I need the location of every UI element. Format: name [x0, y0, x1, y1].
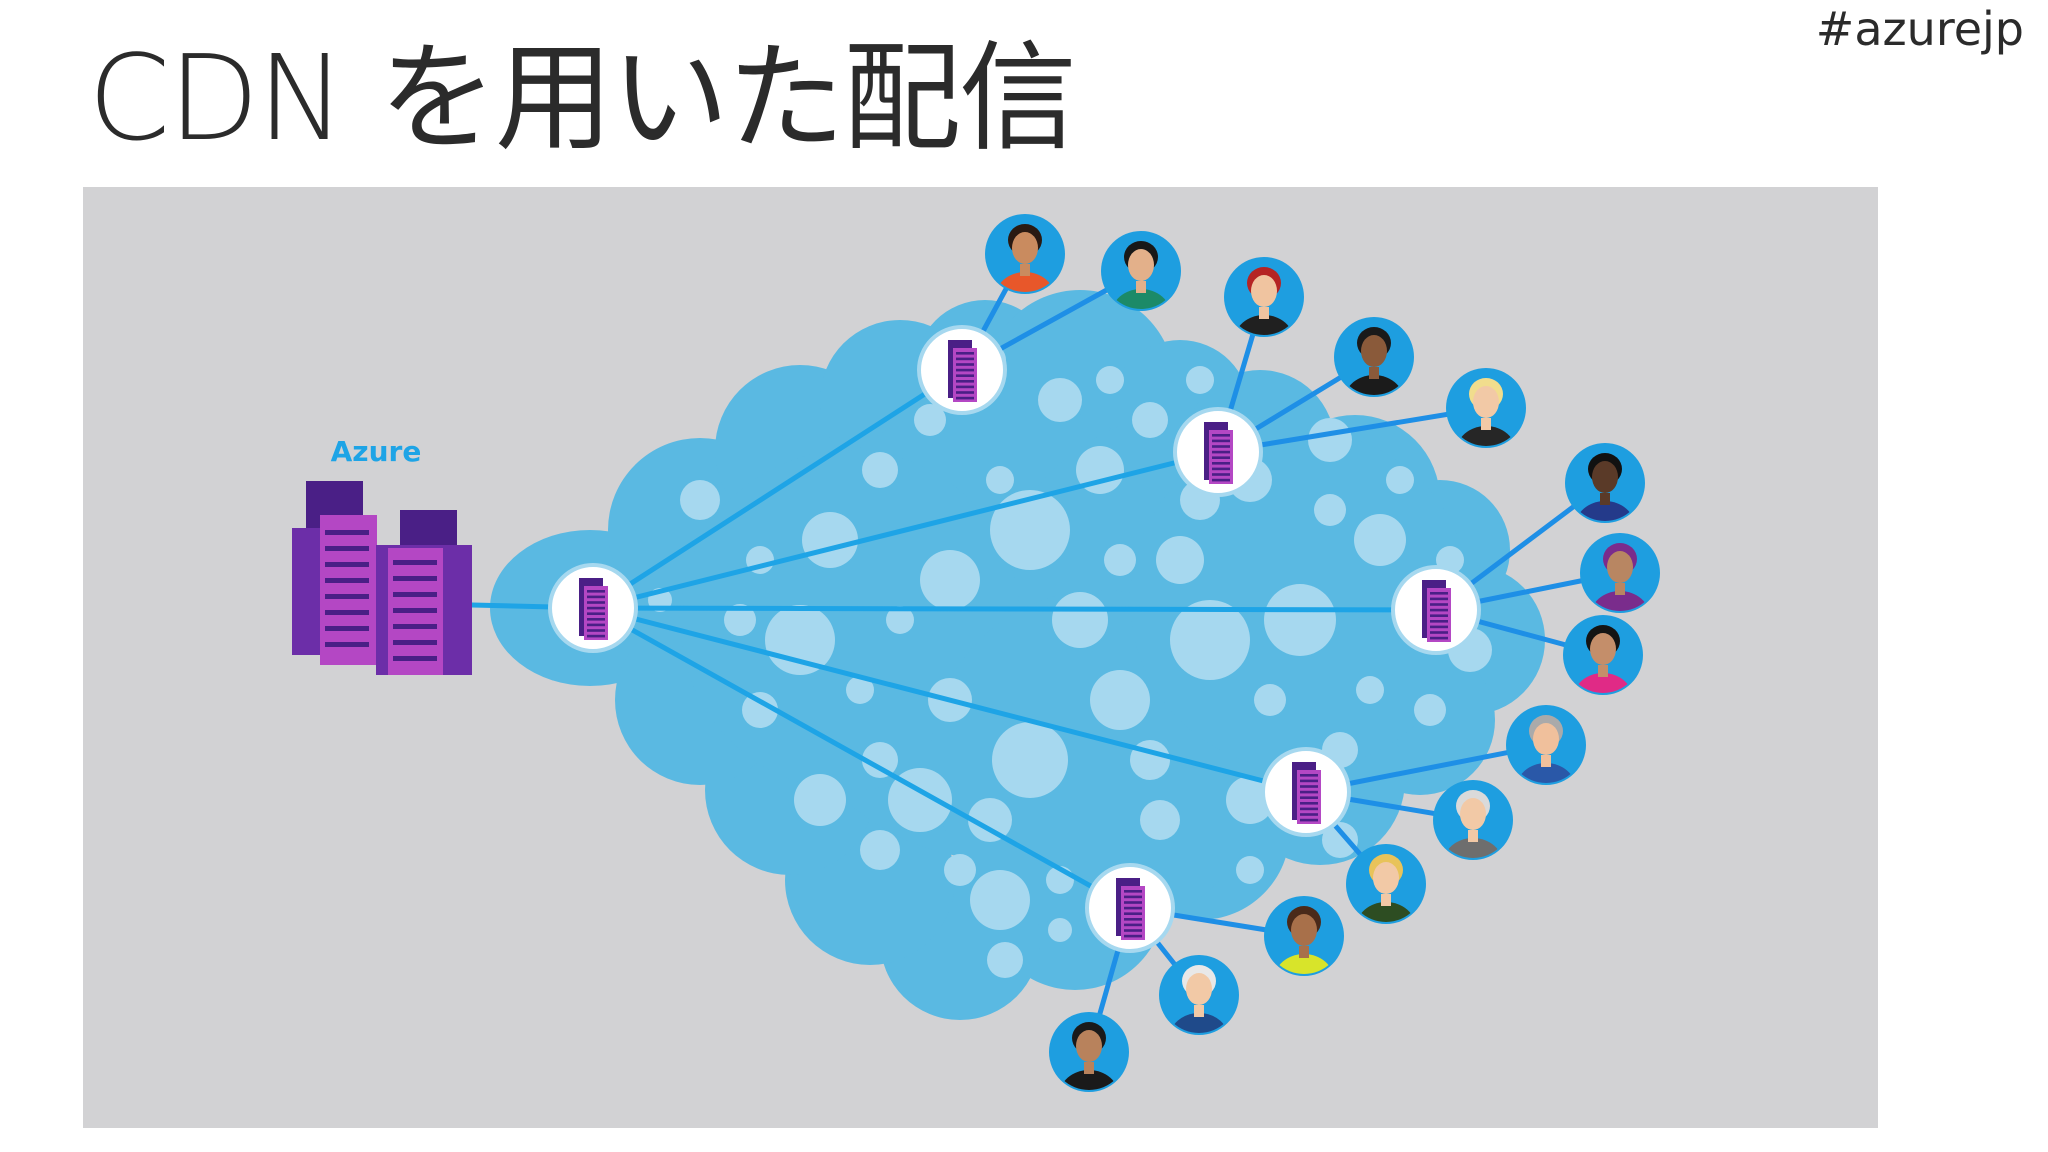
server-icon	[948, 340, 977, 402]
datacenter-buildings-icon	[292, 481, 472, 675]
edge-node	[1261, 747, 1351, 837]
server-icon	[1204, 422, 1233, 484]
person-avatar-icon	[985, 214, 1065, 294]
hub-link	[590, 605, 1309, 795]
person-avatar-icon	[1433, 780, 1513, 860]
edge-node	[917, 325, 1007, 415]
person-avatar-icon	[1334, 317, 1414, 397]
person-avatar-icon	[1580, 533, 1660, 613]
hub-link	[590, 449, 1221, 611]
edge-nodes	[548, 325, 1481, 953]
person-avatar-icon	[1224, 257, 1304, 337]
user-link	[1215, 405, 1489, 455]
edge-node	[1085, 863, 1175, 953]
person-avatar-icon	[1264, 896, 1344, 976]
server-icon	[1116, 878, 1145, 940]
server-icon	[579, 578, 608, 640]
person-avatar-icon	[1563, 615, 1643, 695]
person-avatar-icon	[1101, 231, 1181, 311]
person-avatar-icon	[1506, 705, 1586, 785]
person-avatar-icon	[1346, 844, 1426, 924]
edge-node	[1391, 565, 1481, 655]
slide-title: CDN を用いた配信	[88, 29, 1077, 167]
hub-link	[590, 605, 1133, 911]
hub-link	[590, 367, 965, 611]
azure-origin: Azure	[292, 435, 472, 675]
edge-node	[1173, 407, 1263, 497]
hub-link	[590, 605, 1439, 613]
person-avatar-icon	[1565, 443, 1645, 523]
person-avatar-icon	[1159, 955, 1239, 1035]
edge-node	[548, 563, 638, 653]
end-users	[985, 214, 1660, 1092]
server-icon	[1422, 580, 1451, 642]
server-icon	[1292, 762, 1321, 824]
person-avatar-icon	[1049, 1012, 1129, 1092]
person-avatar-icon	[1446, 368, 1526, 448]
hashtag: #azurejp	[1815, 2, 2024, 56]
origin-label: Azure	[331, 435, 422, 468]
